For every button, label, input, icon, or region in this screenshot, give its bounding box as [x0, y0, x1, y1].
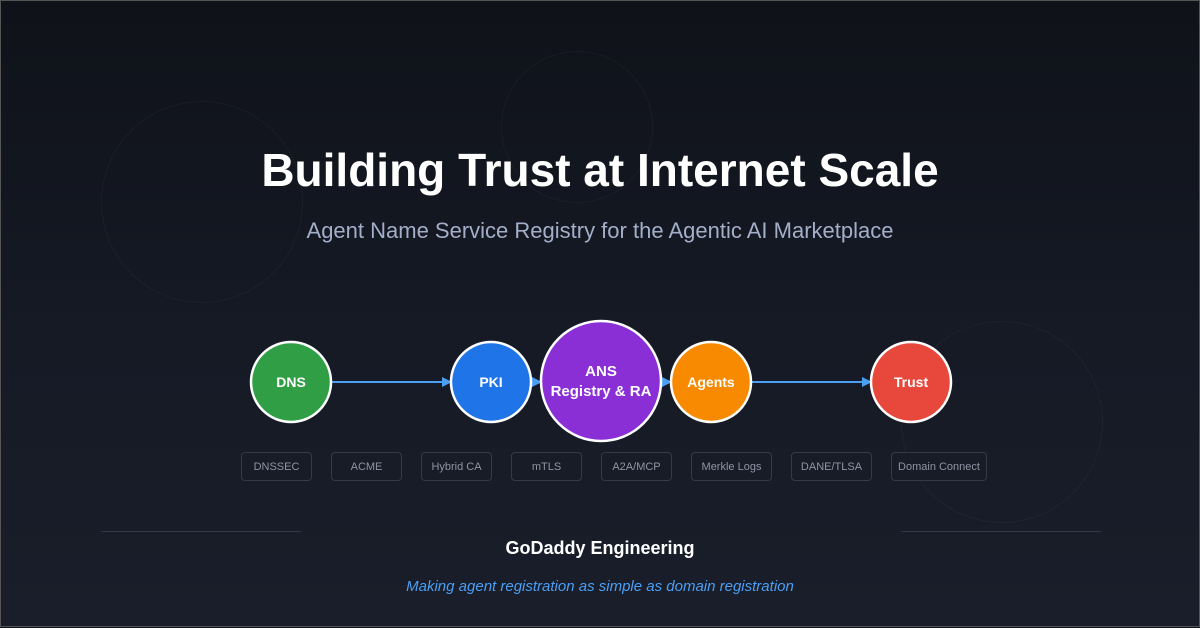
background-circle	[501, 51, 653, 203]
tag-domain-connect: Domain Connect	[891, 452, 987, 481]
node-trust-label: Trust	[893, 374, 929, 390]
node-dns-label: DNS	[276, 374, 306, 390]
divider-right	[901, 531, 1101, 532]
node-ans-circle	[539, 319, 663, 443]
tag-acme: ACME	[331, 452, 402, 481]
tag-mtls: mTLS	[511, 452, 582, 481]
node-ans-label: ANS Registry & RA	[551, 362, 652, 402]
node-ans-line2: Registry & RA	[550, 383, 652, 400]
node-trust-circle	[869, 340, 953, 424]
tag-dane-tlsa: DANE/TLSA	[791, 452, 872, 481]
background-circle	[101, 101, 303, 303]
node-pki-label: PKI	[479, 374, 503, 390]
tag-hybrid-ca: Hybrid CA	[421, 452, 492, 481]
node-pki-circle	[449, 340, 533, 424]
page-title: Building Trust at Internet Scale	[261, 144, 939, 196]
node-agents-label: Agents	[687, 374, 735, 390]
node-ans-line1: ANS	[585, 363, 617, 380]
tag-dnssec: DNSSEC	[241, 452, 312, 481]
tag-a2a-mcp: A2A/MCP	[601, 452, 672, 481]
page-subtitle: Agent Name Service Registry for the Agen…	[306, 218, 894, 243]
tagline: Making agent registration as simple as d…	[406, 578, 794, 595]
node-dns-circle	[249, 340, 333, 424]
node-agents-circle	[669, 340, 753, 424]
divider-left	[101, 531, 301, 532]
org-name: GoDaddy Engineering	[505, 538, 695, 558]
tag-merkle-logs: Merkle Logs	[691, 452, 772, 481]
